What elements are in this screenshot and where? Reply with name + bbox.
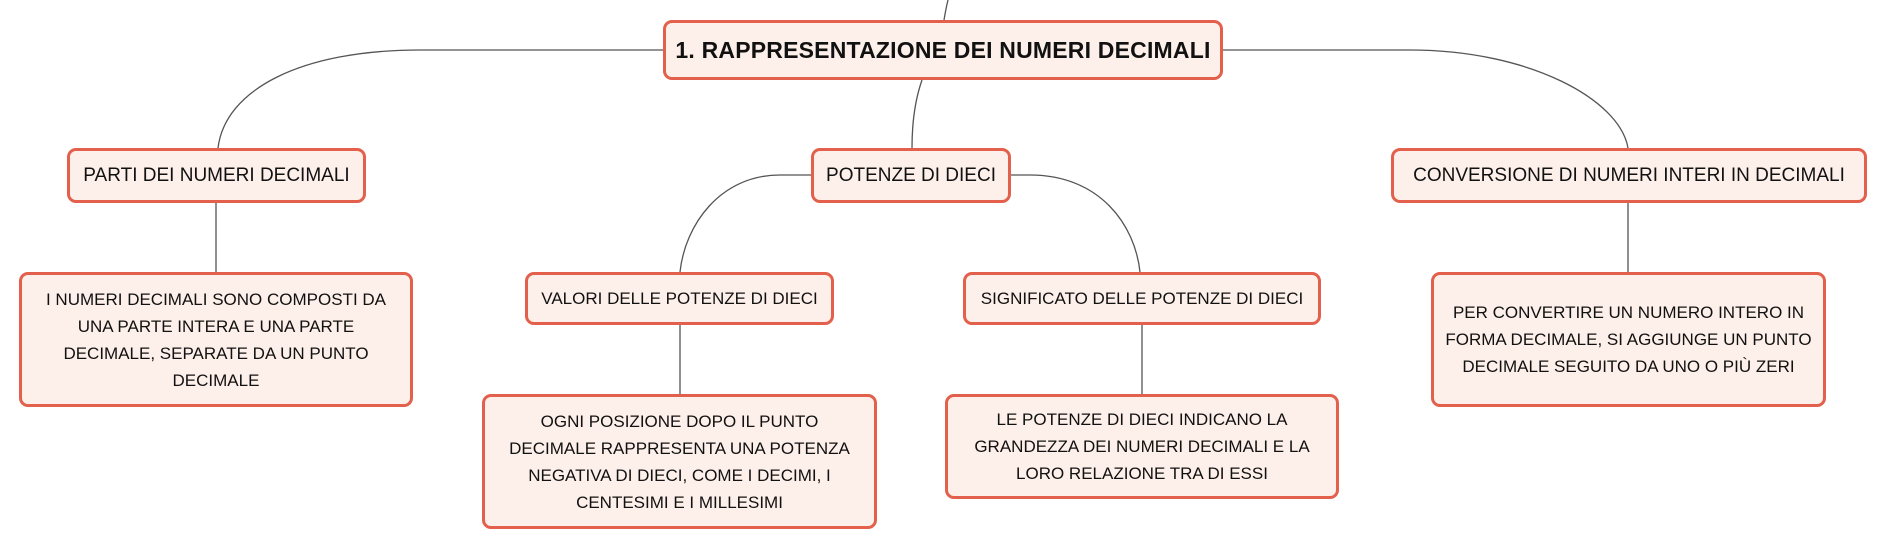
detail-node-conversione[interactable]: PER CONVERTIRE UN NUMERO INTERO IN FORMA… <box>1431 272 1826 407</box>
connector-root-parti <box>217 49 663 149</box>
detail-text-significato: LE POTENZE DI DIECI INDICANO LA GRANDEZZ… <box>974 410 1310 483</box>
connector-root-parent <box>943 0 949 21</box>
detail-text-valori: OGNI POSIZIONE DOPO IL PUNTO DECIMALE RA… <box>509 411 850 512</box>
detail-node-significato[interactable]: LE POTENZE DI DIECI INDICANO LA GRANDEZZ… <box>945 394 1339 499</box>
detail-node-valori[interactable]: OGNI POSIZIONE DOPO IL PUNTO DECIMALE RA… <box>482 394 877 529</box>
topic-node-parti[interactable]: PARTI DEI NUMERI DECIMALI <box>67 148 366 203</box>
subtopic-node-significato[interactable]: SIGNIFICATO DELLE POTENZE DI DIECI <box>963 272 1321 325</box>
connector-root-conversione <box>1222 49 1629 149</box>
connector-potenze-valori <box>679 174 811 273</box>
topic-label-potenze: POTENZE DI DIECI <box>826 164 996 186</box>
root-topic-node[interactable]: 1. RAPPRESENTAZIONE DEI NUMERI DECIMALI <box>663 20 1223 80</box>
subtopic-label-significato: SIGNIFICATO DELLE POTENZE DI DIECI <box>980 288 1304 308</box>
connector-root-potenze <box>911 79 923 149</box>
topic-label-conversione: CONVERSIONE DI NUMERI INTERI IN DECIMALI <box>1413 164 1845 186</box>
subtopic-node-valori[interactable]: VALORI DELLE POTENZE DI DIECI <box>525 272 834 325</box>
topic-node-conversione[interactable]: CONVERSIONE DI NUMERI INTERI IN DECIMALI <box>1391 148 1867 203</box>
subtopic-label-valori: VALORI DELLE POTENZE DI DIECI <box>541 288 818 308</box>
detail-node-parti[interactable]: I NUMERI DECIMALI SONO COMPOSTI DA UNA P… <box>19 272 413 407</box>
detail-text-parti: I NUMERI DECIMALI SONO COMPOSTI DA UNA P… <box>45 289 387 390</box>
connector-potenze-significato <box>1010 174 1141 273</box>
topic-label-parti: PARTI DEI NUMERI DECIMALI <box>83 164 350 186</box>
topic-node-potenze[interactable]: POTENZE DI DIECI <box>811 148 1011 203</box>
detail-text-conversione: PER CONVERTIRE UN NUMERO INTERO IN FORMA… <box>1445 303 1812 376</box>
root-topic-label: 1. RAPPRESENTAZIONE DEI NUMERI DECIMALI <box>675 36 1211 63</box>
